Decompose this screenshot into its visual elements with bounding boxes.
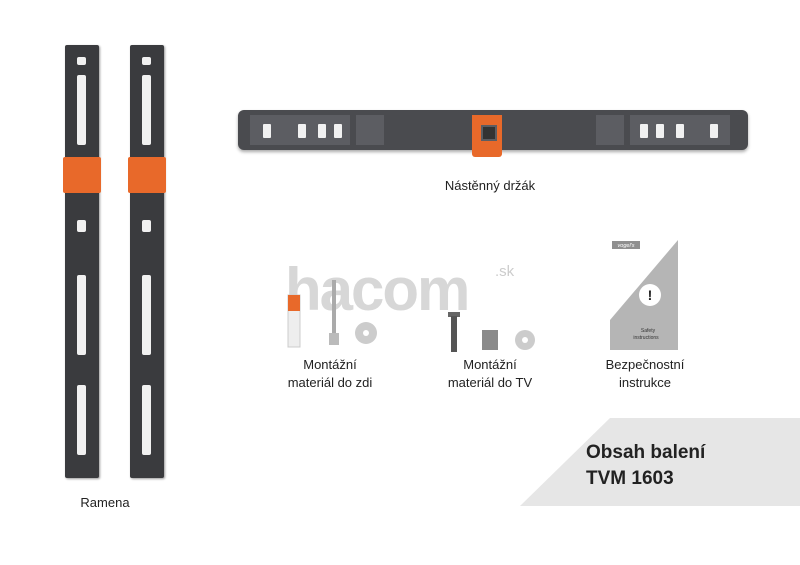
arm-lock-orange bbox=[128, 157, 166, 193]
watermark-suffix: .sk bbox=[495, 263, 515, 280]
label-line: Montážní bbox=[463, 357, 517, 372]
booklet-brand-logo: vogel's bbox=[618, 243, 635, 249]
wall-hardware-image bbox=[287, 280, 377, 348]
arms-label: Ramena bbox=[80, 495, 130, 510]
watermark-logo: hacom bbox=[285, 256, 470, 323]
tv-hardware-image bbox=[448, 312, 535, 352]
label-line: Bezpečnostní bbox=[605, 357, 685, 372]
label-line: Montážní bbox=[303, 357, 357, 372]
label-line: materiál do TV bbox=[447, 375, 533, 390]
arm-lock-orange bbox=[63, 157, 101, 193]
mounting-arm-left bbox=[63, 45, 101, 478]
safety-label: Bezpečnostní instrukce bbox=[575, 356, 715, 392]
booklet-text-instructions: instructions bbox=[633, 335, 659, 341]
booklet-brand-tag bbox=[612, 241, 640, 249]
warning-icon: ! bbox=[648, 287, 653, 303]
wall-bracket-label: Nástěnný držák bbox=[444, 178, 536, 193]
package-title: Obsah balení TVM 1603 bbox=[586, 440, 705, 492]
package-title-line1: Obsah balení bbox=[586, 442, 706, 463]
wall-material-label: Montážní materiál do zdi bbox=[260, 356, 400, 392]
safety-booklet: vogel's ! Safety instructions bbox=[610, 240, 682, 350]
wall-bracket bbox=[238, 110, 748, 157]
mounting-arm-right bbox=[128, 45, 166, 478]
label-line: materiál do zdi bbox=[287, 375, 373, 390]
booklet-text-safety: Safety bbox=[641, 328, 656, 334]
tv-material-label: Montážní materiál do TV bbox=[420, 356, 560, 392]
package-model: TVM 1603 bbox=[586, 468, 674, 489]
label-line: instrukce bbox=[618, 375, 672, 390]
